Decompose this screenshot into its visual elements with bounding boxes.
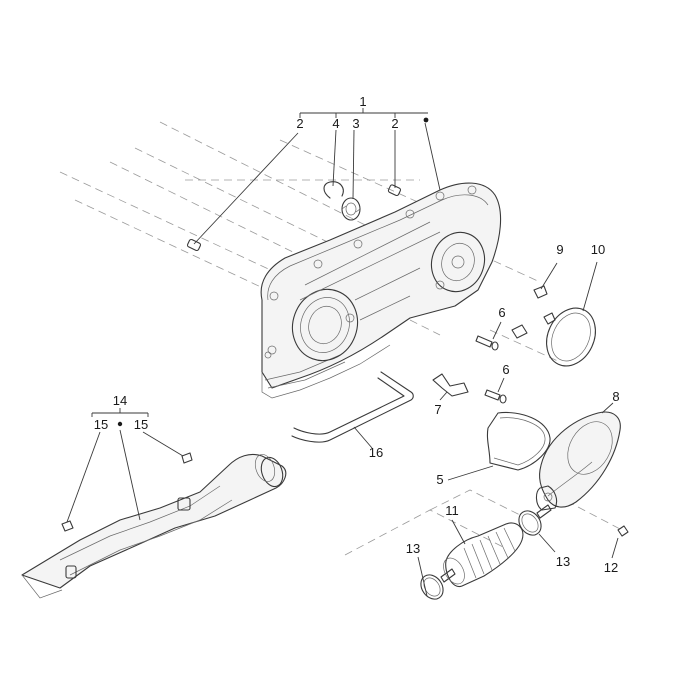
callout-14: 14 — [113, 393, 127, 408]
duct-nut-left — [61, 431, 101, 532]
leader-cover — [424, 122, 441, 191]
callout-12: 12 — [604, 560, 618, 575]
callout-6-lower: 6 — [502, 362, 509, 377]
callout-1: 1 — [359, 94, 366, 109]
callout-2-left: 2 — [296, 116, 303, 131]
callout-group-14 — [91, 408, 149, 427]
bracket — [432, 373, 469, 401]
callout-5: 5 — [436, 472, 443, 487]
callout-7: 7 — [434, 402, 441, 417]
bearing — [341, 129, 361, 221]
cap-screw — [533, 262, 558, 325]
air-intake-duct — [21, 429, 287, 599]
callout-9: 9 — [556, 242, 563, 257]
callout-16: 16 — [369, 445, 383, 460]
hose-clamp-left — [417, 556, 456, 600]
callout-group-1 — [299, 108, 429, 123]
dowel-pin-left — [186, 132, 299, 252]
callout-13-right: 13 — [556, 554, 570, 569]
duct-nut-right — [142, 431, 193, 464]
bellows-hose — [443, 519, 524, 588]
bent-tube — [291, 371, 414, 449]
callout-11: 11 — [445, 503, 459, 518]
callout-6-upper: 6 — [498, 305, 505, 320]
grommet — [511, 324, 528, 339]
bolt-lower — [484, 377, 507, 404]
dowel-pin-right — [387, 130, 402, 197]
callout-4: 4 — [332, 116, 339, 131]
hose-clamp-right — [518, 504, 556, 553]
air-filter-housing — [535, 402, 621, 511]
transmission-cover — [260, 182, 502, 399]
housing-screw — [611, 525, 629, 559]
callout-3: 3 — [352, 116, 359, 131]
callout-13-left: 13 — [406, 541, 420, 556]
kit-marker-dot-14 — [117, 421, 123, 427]
circlip — [323, 129, 344, 199]
inspection-cap — [546, 261, 598, 367]
callout-15-left: 15 — [94, 417, 108, 432]
callout-labels: 1 2 4 3 2 9 10 6 6 7 8 16 5 11 13 13 12 … — [94, 94, 620, 575]
callout-15-right: 15 — [134, 417, 148, 432]
callout-8: 8 — [612, 389, 619, 404]
gasket — [447, 411, 551, 481]
bolt-upper — [475, 321, 502, 351]
callout-2-right: 2 — [391, 116, 398, 131]
kit-marker-dot — [423, 117, 429, 123]
callout-10: 10 — [591, 242, 605, 257]
